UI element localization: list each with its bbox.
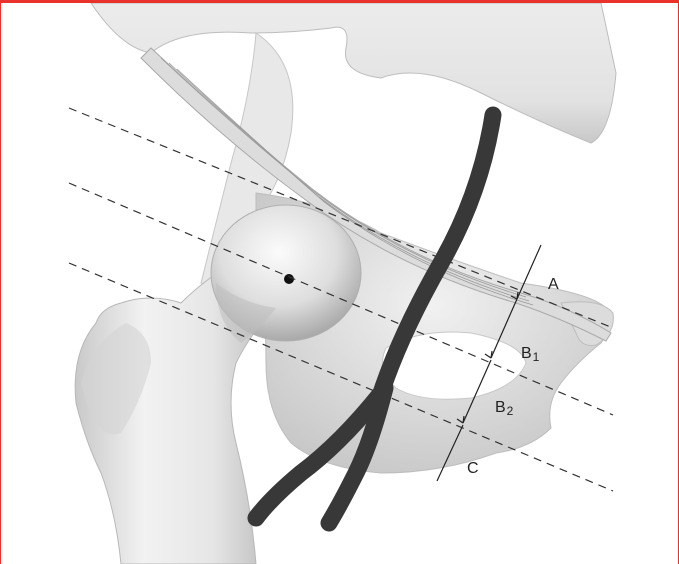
head-center-dot <box>284 274 294 284</box>
label-c: C <box>467 460 479 477</box>
label-a: A <box>548 276 559 293</box>
hip-anatomy-diagram: A B1 B2 C <box>1 3 678 564</box>
